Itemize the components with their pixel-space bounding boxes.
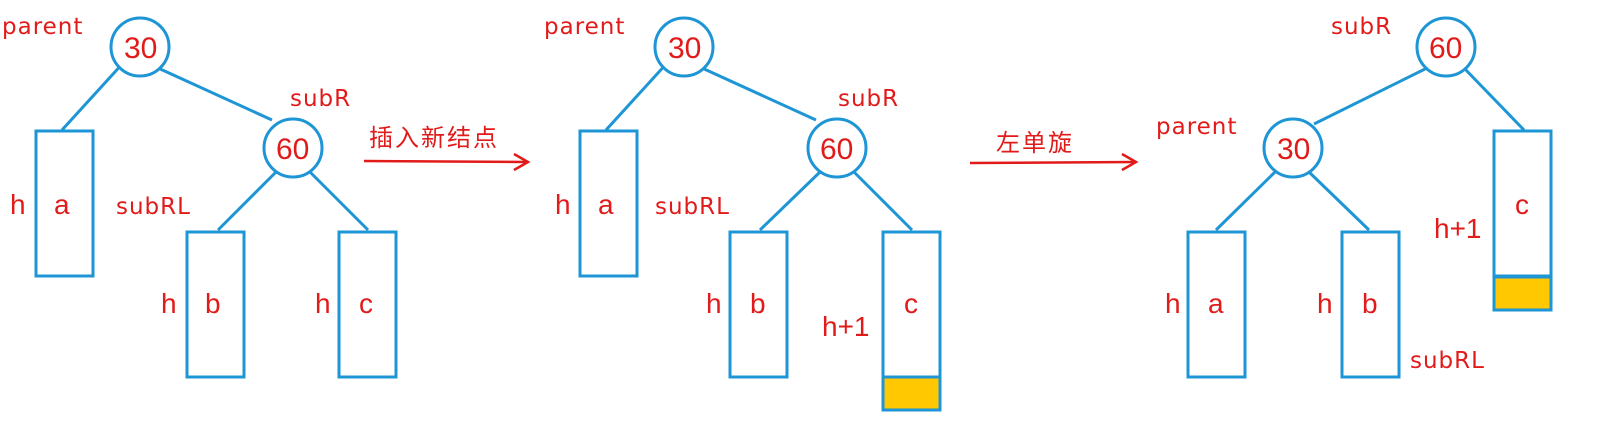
node-30 — [1262, 117, 1324, 179]
subtree-c-name: c — [359, 288, 373, 319]
subtree-b-name: b — [205, 288, 221, 319]
subtree-a-height: h — [1165, 288, 1181, 319]
subtree-a — [578, 129, 639, 278]
edge-parent-b — [1307, 170, 1371, 232]
subtree-c-height: h — [315, 288, 331, 319]
node-30-value: 30 — [124, 32, 157, 65]
subtree-c-height: h+1 — [1434, 213, 1482, 244]
subtree-b-height: h — [161, 288, 177, 319]
node-30 — [109, 16, 171, 78]
subtree-c — [1492, 129, 1553, 278]
node-60 — [1415, 16, 1477, 78]
subtree-b-name: b — [750, 288, 766, 319]
arrow-head-icon — [1121, 152, 1139, 172]
edge-parent-subR — [701, 66, 817, 122]
subtree-a — [34, 129, 95, 278]
subtree-b-name: b — [1362, 288, 1378, 319]
subtree-b — [185, 230, 246, 379]
panel-after-insert: a h b h subRL c h+1 30 parent 60 subR — [544, 14, 942, 412]
node-30-value: 30 — [1277, 133, 1310, 166]
subtree-a-height: h — [555, 189, 571, 220]
inserted-node-block — [881, 375, 942, 412]
node-60-value: 60 — [820, 133, 853, 166]
edge-subR-b — [216, 170, 278, 232]
subR-label: subR — [290, 86, 351, 112]
node-30 — [653, 16, 715, 78]
subtree-b — [728, 230, 789, 379]
edge-parent-a — [60, 60, 126, 132]
subRL-label: subRL — [1410, 348, 1485, 374]
subRL-label: subRL — [116, 194, 191, 220]
node-60-value: 60 — [276, 133, 309, 166]
subtree-a-name: a — [598, 189, 614, 220]
subtree-c — [337, 230, 398, 379]
panel-after-rotation: a h b h subRL c h+1 60 subR 30 parent — [1156, 14, 1553, 379]
node-60 — [806, 117, 868, 179]
operation-insert-label: 插入新结点 — [369, 124, 499, 152]
subR-label: subR — [1331, 14, 1392, 40]
subtree-b — [1340, 230, 1401, 379]
subtree-a-name: a — [54, 189, 70, 220]
subR-label: subR — [838, 86, 899, 112]
subtree-c — [881, 230, 942, 379]
subtree-c-height: h+1 — [822, 311, 870, 342]
panel-before: a h b h subRL c h 30 parent 60 subR — [2, 14, 398, 379]
operation-rotate-arrow-shaft — [969, 160, 1137, 165]
operation-left-rotation: 左单旋 — [969, 129, 1139, 172]
arrow-head-icon — [513, 152, 531, 172]
parent-label: parent — [544, 14, 625, 40]
parent-label: parent — [2, 14, 83, 40]
subtree-c-name: c — [904, 288, 918, 319]
parent-label: parent — [1156, 114, 1237, 140]
edge-parent-a — [604, 60, 670, 132]
subtree-a — [1186, 230, 1247, 379]
subtree-c-name: c — [1515, 189, 1529, 220]
edge-parent-subR — [157, 66, 273, 122]
node-30-value: 30 — [668, 32, 701, 65]
operation-insert: 插入新结点 — [363, 124, 531, 172]
node-60 — [262, 117, 324, 179]
operation-rotate-label: 左单旋 — [996, 129, 1074, 157]
subtree-b-height: h — [706, 288, 722, 319]
edge-subR-c — [1462, 66, 1526, 132]
edge-subR-c — [852, 170, 914, 232]
edge-subR-c — [308, 170, 370, 232]
edge-subR-b — [758, 170, 822, 232]
subtree-a-name: a — [1208, 288, 1224, 319]
node-60-value: 60 — [1429, 32, 1462, 65]
inserted-node-block — [1492, 275, 1553, 312]
subRL-label: subRL — [655, 194, 730, 220]
subtree-b-height: h — [1317, 288, 1333, 319]
operation-insert-arrow-shaft — [363, 159, 529, 164]
edge-subR-parent — [1313, 66, 1428, 126]
subtree-a-height: h — [10, 189, 26, 220]
edge-parent-a — [1214, 170, 1277, 232]
